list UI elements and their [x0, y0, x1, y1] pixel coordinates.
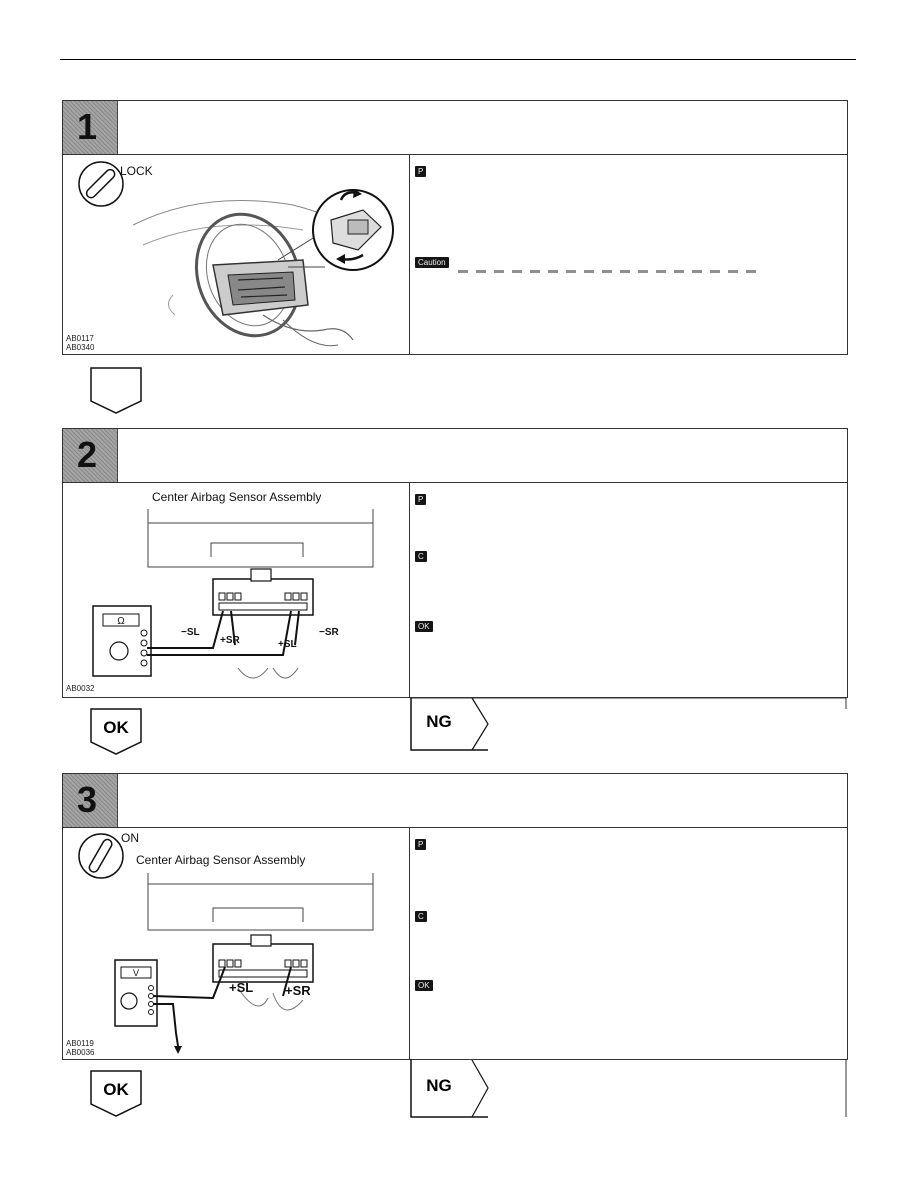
caution-text-remnant [458, 270, 758, 273]
ng-label: NG [426, 1076, 452, 1095]
minus-sr-label: −SR [319, 627, 340, 638]
ok-label: OK [103, 1080, 129, 1099]
header-rule [60, 59, 856, 60]
procedure-tag: P [415, 494, 427, 505]
step-2-text: P C OK [410, 483, 847, 697]
step-3-figure: ON Center Airbag Sensor Assembly [63, 828, 410, 1059]
switch-position-label: ON [121, 831, 139, 845]
step-1-text: P Caution [410, 155, 847, 354]
step-1-body: LOCK AB0117 AB0340 P Caution [63, 155, 847, 354]
step-2-ok-result: OK [90, 708, 142, 761]
figure-code-1: AB0119 [66, 1039, 94, 1048]
procedure-tag: P [415, 839, 427, 850]
step-number-badge: 1 [63, 101, 118, 154]
ok-label: OK [103, 718, 129, 737]
step-1-result-shield [90, 367, 142, 420]
check-tag: C [415, 911, 427, 922]
step-2-header: 2 [63, 429, 847, 483]
ok-tag: OK [415, 980, 433, 991]
figure-code-1: AB0117 [66, 334, 94, 343]
procedure-tag: P [415, 166, 427, 177]
figure-code-1: AB0032 [66, 684, 95, 693]
figure-code: AB0032 [66, 684, 94, 693]
step-2-body: Center Airbag Sensor Assembly Ω [63, 483, 847, 697]
step-number: 1 [77, 106, 98, 147]
minus-sl-label: −SL [181, 627, 200, 638]
plus-sr-label: +SR [220, 635, 241, 646]
switch-position-label: LOCK [120, 164, 153, 178]
step-3-ng-result: NG [410, 1059, 850, 1124]
ignition-key-icon [78, 161, 124, 207]
voltage-check-diagram: ON Center Airbag Sensor Assembly [78, 831, 374, 1054]
ignition-steering-illustration: LOCK [78, 161, 394, 347]
ignition-key-icon [78, 833, 124, 879]
step-2-figure: Center Airbag Sensor Assembly Ω [63, 483, 410, 697]
sensor-assembly-label: Center Airbag Sensor Assembly [136, 853, 305, 867]
step-2-ng-result: NG [410, 697, 850, 758]
step-number-badge: 2 [63, 429, 118, 482]
caution-tag: Caution [415, 257, 449, 268]
step-3: 3 ON Center Airbag Sensor Assembly [62, 773, 848, 1060]
plus-sl-label: +SL [229, 980, 253, 995]
figure-code-2: AB0036 [66, 1048, 95, 1057]
step-number-badge: 3 [63, 774, 118, 827]
step-2: 2 Center Airbag Sensor Assembly [62, 428, 848, 698]
sensor-assembly-label: Center Airbag Sensor Assembly [152, 490, 321, 504]
plus-sl-label: +SL [278, 639, 297, 650]
figure-code: AB0117 AB0340 [66, 334, 94, 352]
step-1: 1 [62, 100, 848, 355]
step-number: 3 [77, 779, 98, 820]
step-3-body: ON Center Airbag Sensor Assembly [63, 828, 847, 1059]
step-3-header: 3 [63, 774, 847, 828]
step-number: 2 [77, 434, 98, 475]
figure-code-2: AB0340 [66, 343, 95, 352]
resistance-check-diagram: Center Airbag Sensor Assembly Ω [92, 490, 374, 679]
ng-label: NG [426, 712, 452, 731]
step-1-header: 1 [63, 101, 847, 155]
figure-code: AB0119 AB0036 [66, 1039, 94, 1057]
meter-unit-label: V [133, 968, 139, 978]
meter-unit-label: Ω [117, 616, 125, 627]
step-1-figure: LOCK AB0117 AB0340 [63, 155, 410, 354]
ok-tag: OK [415, 621, 433, 632]
plus-sr-label: +SR [285, 983, 311, 998]
step-3-ok-result: OK [90, 1070, 142, 1123]
step-3-text: P C OK [410, 828, 847, 1059]
check-tag: C [415, 551, 427, 562]
